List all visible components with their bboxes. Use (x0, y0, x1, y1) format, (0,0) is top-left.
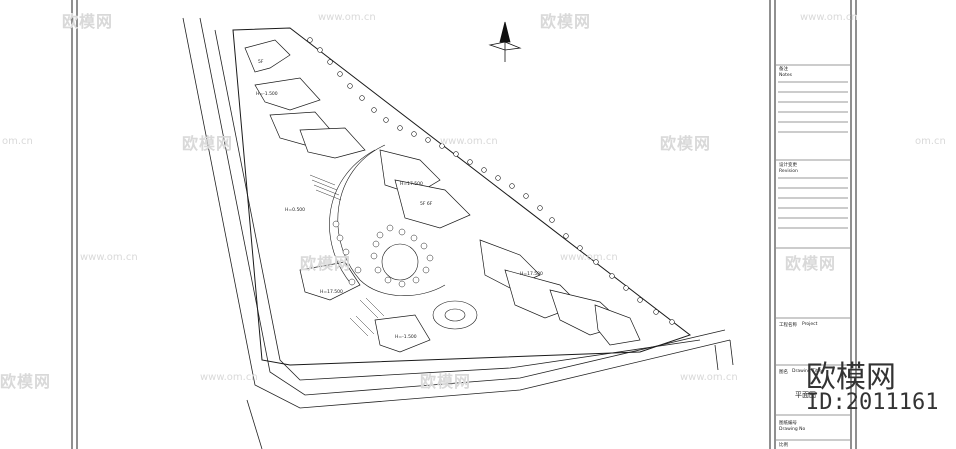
tree-cluster (332, 220, 434, 288)
elevation-label: H=17.500 (520, 272, 543, 277)
elevation-label: H=17.500 (320, 290, 343, 295)
notes-cn: 备注 (779, 67, 788, 72)
storey-label: 5F (258, 60, 264, 65)
brand-id: ID:2011161 (806, 390, 939, 415)
elevation-label: H=0.500 (285, 208, 306, 213)
drawing-no-cn: 图纸编号 (779, 421, 797, 426)
drawing-no-en: Drawing No (779, 427, 806, 432)
storey-label: 5F 6F (420, 202, 433, 207)
elevation-label: H=17.500 (400, 182, 423, 187)
revision-cn: 设计变更 (779, 163, 797, 168)
buildings (244, 39, 641, 353)
revision-label: Revision (779, 169, 798, 174)
plan-name: 平面图 (795, 391, 816, 399)
title-block-lines (776, 64, 850, 441)
elevation-label: H=-1.500 (395, 335, 417, 340)
project-label: Project (802, 322, 818, 327)
scale-label: 比例 (779, 443, 788, 448)
brand-logo-text: 欧模网 (806, 360, 896, 395)
project-cn: 工程名称 (779, 323, 797, 328)
notes-label: Notes (779, 73, 792, 78)
stair-hatch (309, 174, 385, 337)
site-roads (182, 17, 734, 449)
drawing-title-en: Drawing Title (792, 369, 822, 374)
central-plaza (329, 144, 478, 330)
elevation-label: H=-1.500 (256, 92, 278, 97)
north-arrow-icon (488, 21, 522, 62)
tree-row (307, 37, 675, 325)
site-boundary (232, 27, 692, 366)
drawing-frame (71, 0, 857, 449)
drawing-title-cn: 图名 (779, 370, 788, 375)
